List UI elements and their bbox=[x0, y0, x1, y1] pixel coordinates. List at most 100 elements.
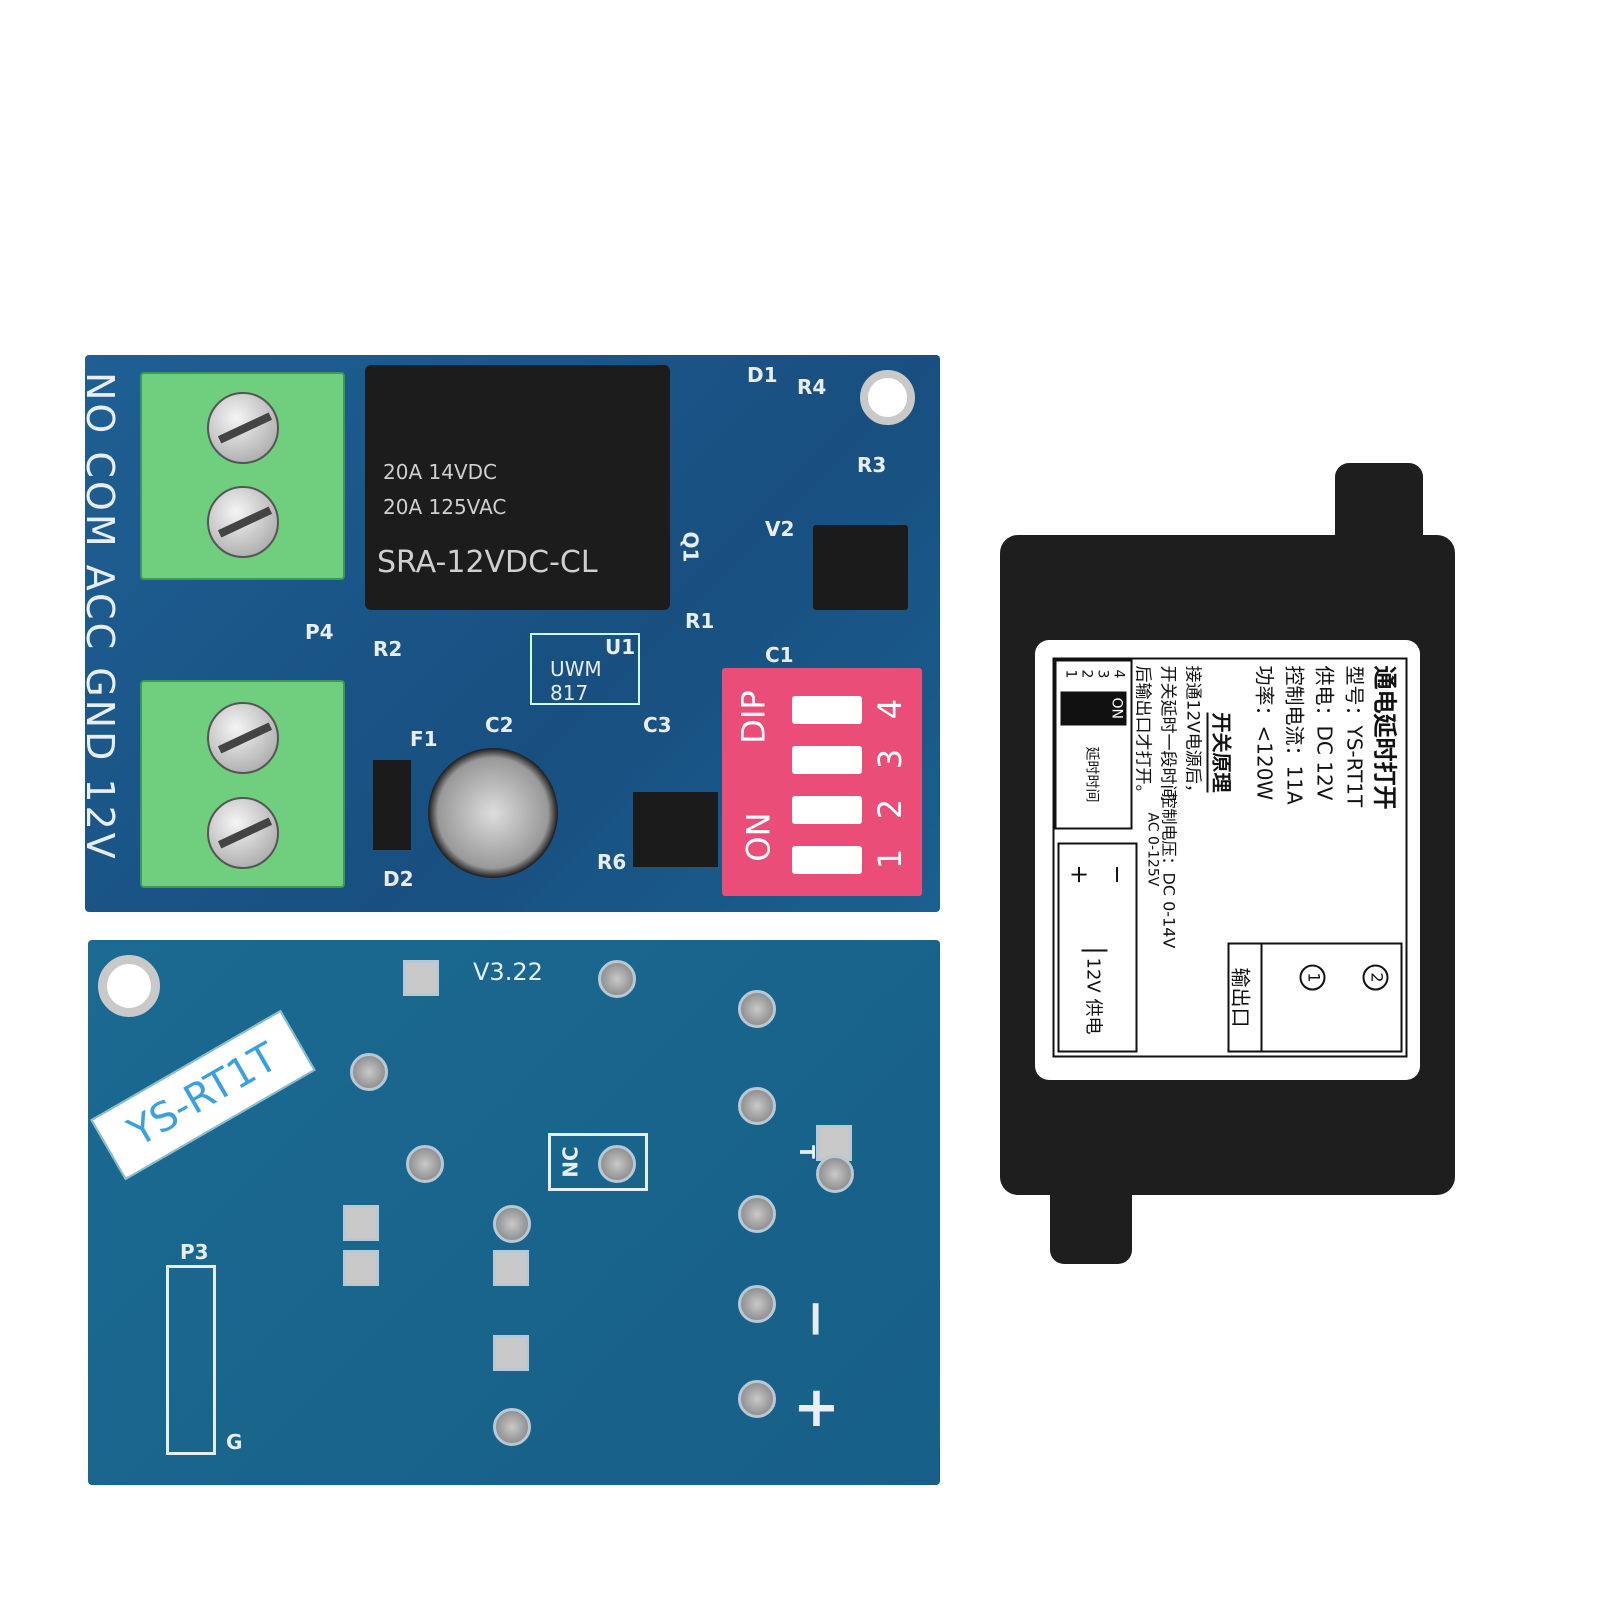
label-voltage-ac: AC 0-125V bbox=[1144, 812, 1161, 887]
ref-v2: V2 bbox=[765, 517, 795, 541]
relay: 20A 14VDC 20A 125VAC SRA-12VDC-CL bbox=[365, 365, 670, 610]
dip-switch-4[interactable] bbox=[792, 696, 862, 724]
dip-table-1: 1 bbox=[1062, 669, 1079, 679]
nc-box: NC bbox=[548, 1133, 648, 1191]
dip-table: 4 3 2 1 ON 延时时间 bbox=[1054, 659, 1133, 830]
electrolytic-capacitor bbox=[428, 748, 558, 878]
mounting-hole bbox=[860, 370, 915, 425]
ref-u1: U1 bbox=[605, 635, 636, 659]
output-diagram: 2 1 输出口 bbox=[1227, 942, 1403, 1053]
module-label-content: 2 1 输出口 通电延时打开 型号：YS-RT1T 供电：DC 12V 控制电流… bbox=[1038, 638, 1423, 1078]
solder-pad bbox=[403, 960, 439, 996]
ref-r4: R4 bbox=[797, 375, 827, 399]
screw-icon bbox=[207, 702, 279, 774]
ref-c1: C1 bbox=[765, 643, 794, 667]
principle-line-3: 后输出口才打开。 bbox=[1132, 665, 1153, 802]
dip-switch-1[interactable] bbox=[792, 846, 862, 874]
label-power: 功率：<120W bbox=[1252, 665, 1277, 801]
screw-icon bbox=[207, 392, 279, 464]
solder-pad bbox=[350, 1053, 388, 1091]
solder-pad bbox=[738, 1285, 776, 1323]
relay-rating-2: 20A 125VAC bbox=[383, 495, 507, 519]
solder-pad bbox=[493, 1250, 529, 1286]
ic-chip bbox=[813, 525, 908, 610]
relay-board-top: NO COM ACC GND 12V 20A 14VDC 20A 125VAC … bbox=[78, 355, 940, 912]
dip-table-2: 2 bbox=[1078, 669, 1095, 679]
relay-model: SRA-12VDC-CL bbox=[377, 545, 598, 580]
label-current: 控制电流：11A bbox=[1282, 665, 1307, 805]
p3-label: P3 bbox=[180, 1240, 209, 1264]
ref-c3: C3 bbox=[643, 713, 672, 737]
label-title: 通电延时打开 bbox=[1370, 665, 1399, 810]
dip-switch-2[interactable] bbox=[792, 796, 862, 824]
ic-label: UWM 817 bbox=[550, 657, 602, 705]
ref-d2: D2 bbox=[383, 867, 414, 891]
solder-pad bbox=[738, 990, 776, 1028]
solder-pad bbox=[493, 1335, 529, 1371]
model-sticker: YS-RT1T bbox=[90, 1009, 316, 1181]
terminal-block-output[interactable] bbox=[140, 372, 345, 580]
ref-r2: R2 bbox=[373, 637, 403, 661]
header-p3 bbox=[166, 1265, 216, 1455]
solder-pad bbox=[738, 1195, 776, 1233]
label-supply: 供电：DC 12V bbox=[1312, 665, 1337, 801]
power-terminal-box: − + 12V 供电 bbox=[1057, 842, 1138, 1053]
solder-pad bbox=[493, 1205, 531, 1243]
dip-table-4: 4 bbox=[1110, 669, 1127, 679]
dip-label: DIP bbox=[734, 690, 773, 744]
dip-number-1: 1 bbox=[871, 848, 910, 870]
relay-rating-1: 20A 14VDC bbox=[383, 460, 497, 484]
minus-label: − bbox=[787, 1298, 846, 1340]
solder-pad bbox=[598, 960, 636, 998]
dip-number-2: 2 bbox=[871, 798, 910, 820]
ref-q1: Q1 bbox=[678, 531, 703, 563]
module-label: 2 1 输出口 通电延时打开 型号：YS-RT1T 供电：DC 12V 控制电流… bbox=[1035, 640, 1420, 1080]
pin-2: 2 bbox=[1362, 964, 1389, 991]
label-voltage: 控制电压：DC 0-14V bbox=[1159, 792, 1179, 949]
dip-table-title: 延时时间 bbox=[1083, 746, 1100, 803]
screw-icon bbox=[207, 797, 279, 869]
dip-switch-3[interactable] bbox=[792, 746, 862, 774]
solder-pad bbox=[343, 1250, 379, 1286]
solder-pad bbox=[493, 1408, 531, 1446]
dip-switch: DIP ON 4 3 2 1 bbox=[722, 668, 922, 896]
terminal-labels: NO COM ACC GND 12V bbox=[78, 372, 122, 862]
diode bbox=[373, 760, 411, 850]
principle-line-2: 开关延时一段时间 bbox=[1157, 665, 1178, 802]
nc-label: NC bbox=[558, 1146, 583, 1178]
g-label: G bbox=[226, 1430, 243, 1454]
plus-label: + bbox=[793, 1375, 840, 1440]
screw-icon bbox=[207, 486, 279, 558]
solder-pad bbox=[406, 1145, 444, 1183]
dip-table-3: 3 bbox=[1094, 669, 1111, 679]
dip-number-4: 4 bbox=[871, 698, 910, 720]
dip-table-on: ON bbox=[1060, 691, 1127, 725]
label-power-in: 12V 供电 bbox=[1081, 949, 1108, 1035]
version-label: V3.22 bbox=[473, 958, 543, 986]
optocoupler-ic: UWM 817 bbox=[530, 633, 640, 705]
solder-pad bbox=[343, 1205, 379, 1241]
label-plus: + bbox=[1065, 864, 1094, 885]
solder-pad bbox=[816, 1155, 854, 1193]
mounting-hole bbox=[98, 955, 160, 1017]
ref-p4: P4 bbox=[305, 620, 334, 644]
label-model: 型号：YS-RT1T bbox=[1342, 665, 1367, 808]
label-minus: − bbox=[1103, 864, 1132, 885]
ref-r1: R1 bbox=[685, 609, 715, 633]
principle-line-1: 接通12V电源后， bbox=[1182, 665, 1203, 801]
ref-d1: D1 bbox=[747, 363, 778, 387]
ref-r3: R3 bbox=[857, 453, 887, 477]
ref-c2: C2 bbox=[485, 713, 514, 737]
ref-f1: F1 bbox=[410, 727, 438, 751]
principle-title: 开关原理 bbox=[1206, 712, 1238, 793]
solder-pad bbox=[598, 1145, 636, 1183]
output-label: 输出口 bbox=[1227, 944, 1263, 1051]
dip-number-3: 3 bbox=[871, 748, 910, 770]
terminal-block-input[interactable] bbox=[140, 680, 345, 888]
ref-r6: R6 bbox=[597, 850, 627, 874]
pin-1: 1 bbox=[1299, 964, 1326, 991]
solder-pad bbox=[738, 1087, 776, 1125]
solder-pad bbox=[738, 1380, 776, 1418]
transistor bbox=[633, 792, 718, 867]
relay-board-bottom: V3.22 YS-RT1T NC P3 G T − + bbox=[88, 940, 940, 1485]
